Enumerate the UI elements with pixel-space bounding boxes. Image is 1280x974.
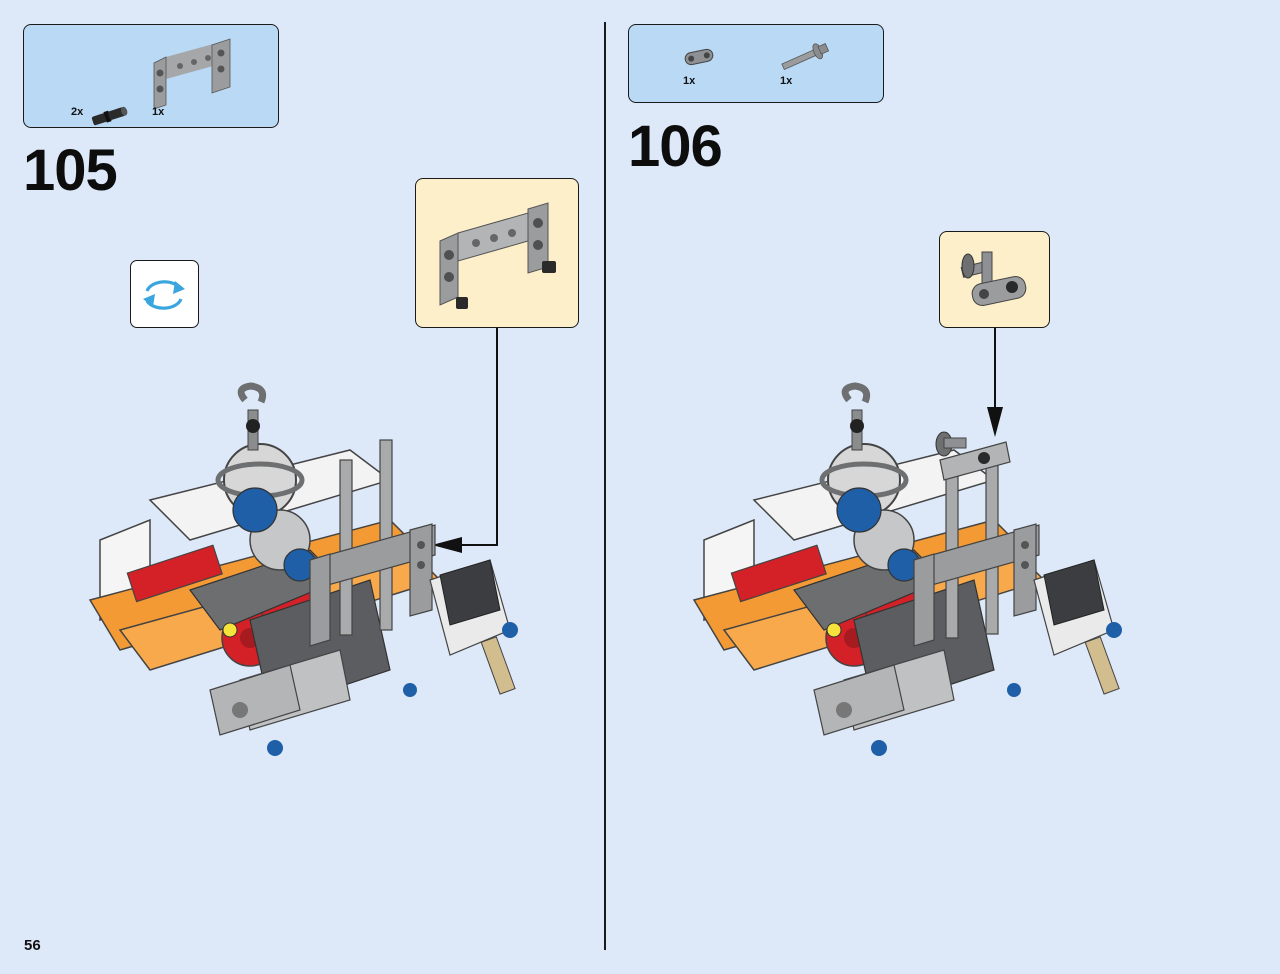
page-number: 56 [24,937,41,954]
rotate-model-indicator [130,260,199,328]
model-illustration-106 [692,382,1122,756]
page-divider [604,22,606,950]
gray-h-frame-beam-icon [153,38,231,110]
gray-axle-pin-icon [781,43,830,71]
rotate-model-icon [143,280,185,310]
black-friction-pin-icon [91,106,128,126]
sub-assembly-callout-105 [415,178,579,328]
connector-with-axle-pin-icon [960,251,1027,307]
part-qty: 1x [683,75,696,87]
parts-list-step-106: 1x 1x [628,24,884,103]
step-number: 106 [628,114,723,179]
model-illustration-105 [88,382,518,756]
gray-cross-connector-icon [684,48,714,66]
sub-assembly-callout-106 [939,231,1050,328]
part-qty: 1x [780,75,793,87]
h-frame-with-pins-icon [439,202,556,309]
step-number: 105 [23,138,118,203]
parts-list-step-105: 2x 1x [23,24,279,128]
part-qty: 1x [152,106,165,118]
part-qty: 2x [71,106,84,118]
